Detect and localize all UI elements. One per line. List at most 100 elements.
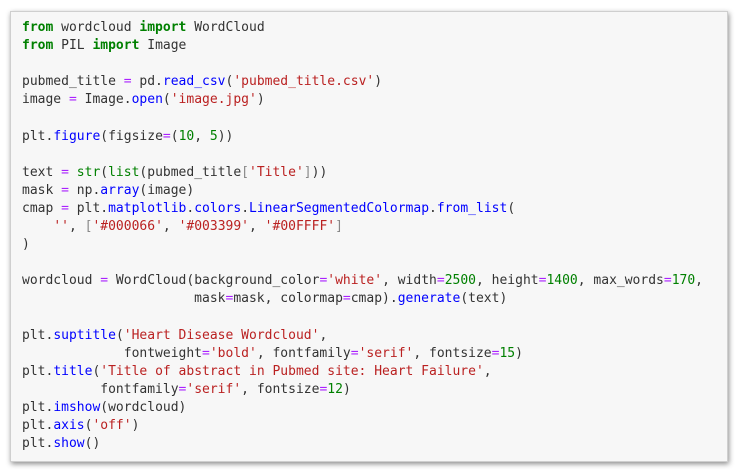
code-token: ( <box>170 128 179 144</box>
code-token: '' <box>53 219 69 235</box>
code-token: = <box>61 182 69 198</box>
code-token: '#000066' <box>92 219 163 235</box>
code-token: = <box>123 74 132 90</box>
code-token: = <box>100 273 109 289</box>
code-token: = <box>61 164 69 180</box>
code-token: axis <box>53 418 85 434</box>
code-token: array <box>100 182 140 198</box>
code-line: fontfamily='serif', fontsize=12) <box>22 381 703 399</box>
code-line: from PIL import Image <box>22 37 703 55</box>
code-token: = <box>491 345 500 361</box>
code-line: pubmed_title = pd.read_csv('pubmed_title… <box>22 73 703 91</box>
code-line: mask=mask, colormap=cmap).generate(text) <box>22 290 703 308</box>
code-token: = <box>350 345 359 361</box>
code-token: WordCloud <box>186 20 265 35</box>
code-token: from <box>22 38 54 54</box>
code-token: = <box>319 381 328 397</box>
code-token: mask, colormap <box>233 291 343 307</box>
code-token: ( <box>84 418 93 434</box>
code-token: np. <box>68 182 101 198</box>
code-token: ( <box>115 327 124 343</box>
code-token: (wordcloud) <box>100 399 187 415</box>
code-token: 'bold' <box>209 345 257 361</box>
code-token: , fontsize <box>241 381 320 397</box>
code-token: cmap). <box>350 291 398 307</box>
code-token: (text) <box>460 291 508 307</box>
code-line: ​ <box>22 55 703 73</box>
code-token: = <box>319 273 328 289</box>
code-token: , <box>695 273 703 289</box>
code-token: plt. <box>22 418 54 434</box>
code-token: imshow <box>53 399 101 415</box>
code-token: 170 <box>671 273 696 289</box>
code-line: wordcloud = WordCloud(background_color='… <box>22 272 703 290</box>
code-line: ) <box>22 236 703 254</box>
code-token: 15 <box>499 345 516 361</box>
code-token: Image <box>139 38 187 54</box>
code-token: . <box>186 200 195 216</box>
code-token <box>69 165 77 180</box>
code-token: , <box>162 219 179 235</box>
code-token <box>22 219 53 234</box>
code-line: text = str(list(pubmed_title['Title'])) <box>22 164 703 182</box>
code-token: import <box>92 38 140 54</box>
code-token: ( <box>162 92 171 108</box>
code-line: from wordcloud import WordCloud <box>22 19 703 37</box>
code-line: fontweight='bold', fontfamily='serif', f… <box>22 345 703 363</box>
code-token: colors <box>194 200 242 216</box>
code-token: 5 <box>209 128 218 144</box>
code-token: str <box>76 164 101 180</box>
code-token: (pubmed_title <box>139 164 242 180</box>
code-token: '#00FFFF' <box>264 219 336 235</box>
code-line: plt.imshow(wordcloud) <box>22 399 703 417</box>
code-line: ​ <box>22 309 703 327</box>
code-token: cmap <box>22 200 62 216</box>
code-token: figure <box>53 128 101 144</box>
code-token: plt. <box>68 200 109 216</box>
code-token: 1400 <box>546 273 578 289</box>
code-token: = <box>68 92 77 108</box>
code-token: , max_words <box>577 273 664 289</box>
code-token: = <box>225 291 234 307</box>
code-token: 'serif' <box>186 381 242 397</box>
code-token: 'serif' <box>358 345 414 361</box>
code-token: 'white' <box>327 273 383 289</box>
code-line: plt.axis('off') <box>22 417 703 435</box>
code-token: ] <box>335 219 343 235</box>
code-token: pubmed_title <box>22 74 124 90</box>
code-line: cmap = plt.matplotlib.colors.LinearSegme… <box>22 200 703 218</box>
code-token: open <box>131 92 163 108</box>
code-token: . <box>241 200 250 216</box>
code-token: title <box>53 363 93 379</box>
code-token: plt. <box>22 128 54 144</box>
code-token: , <box>68 219 85 235</box>
code-token: WordCloud(background_color <box>108 273 320 289</box>
code-token: wordcloud <box>22 273 101 289</box>
code-token: = <box>162 128 171 144</box>
code-token: , fontsize <box>413 345 492 361</box>
code-token: ] <box>303 164 312 180</box>
code-token: , height <box>476 273 539 289</box>
code-token: [ <box>241 164 249 180</box>
code-token: generate <box>397 291 461 307</box>
code-token: mask <box>22 291 226 307</box>
code-token: wordcloud <box>53 20 140 35</box>
code-token: 10 <box>178 128 195 144</box>
code-token: fontweight <box>22 345 203 361</box>
code-token: 'Heart Disease Wordcloud' <box>123 327 320 343</box>
code-token: PIL <box>53 38 93 54</box>
code-token: , fontfamily <box>256 345 351 361</box>
code-token: , <box>249 219 265 235</box>
code-token: , <box>319 327 328 343</box>
code-token: ( <box>100 164 109 180</box>
code-token: pd. <box>131 74 163 90</box>
code-token: LinearSegmentedColormap <box>249 200 430 216</box>
code-line: plt.show() <box>22 435 703 453</box>
code-token: 'image.jpg' <box>170 92 257 108</box>
code-token: from <box>22 20 54 35</box>
code-line: ​ <box>22 254 703 272</box>
code-token: 'off' <box>92 418 132 434</box>
code-token: )) <box>217 128 234 144</box>
